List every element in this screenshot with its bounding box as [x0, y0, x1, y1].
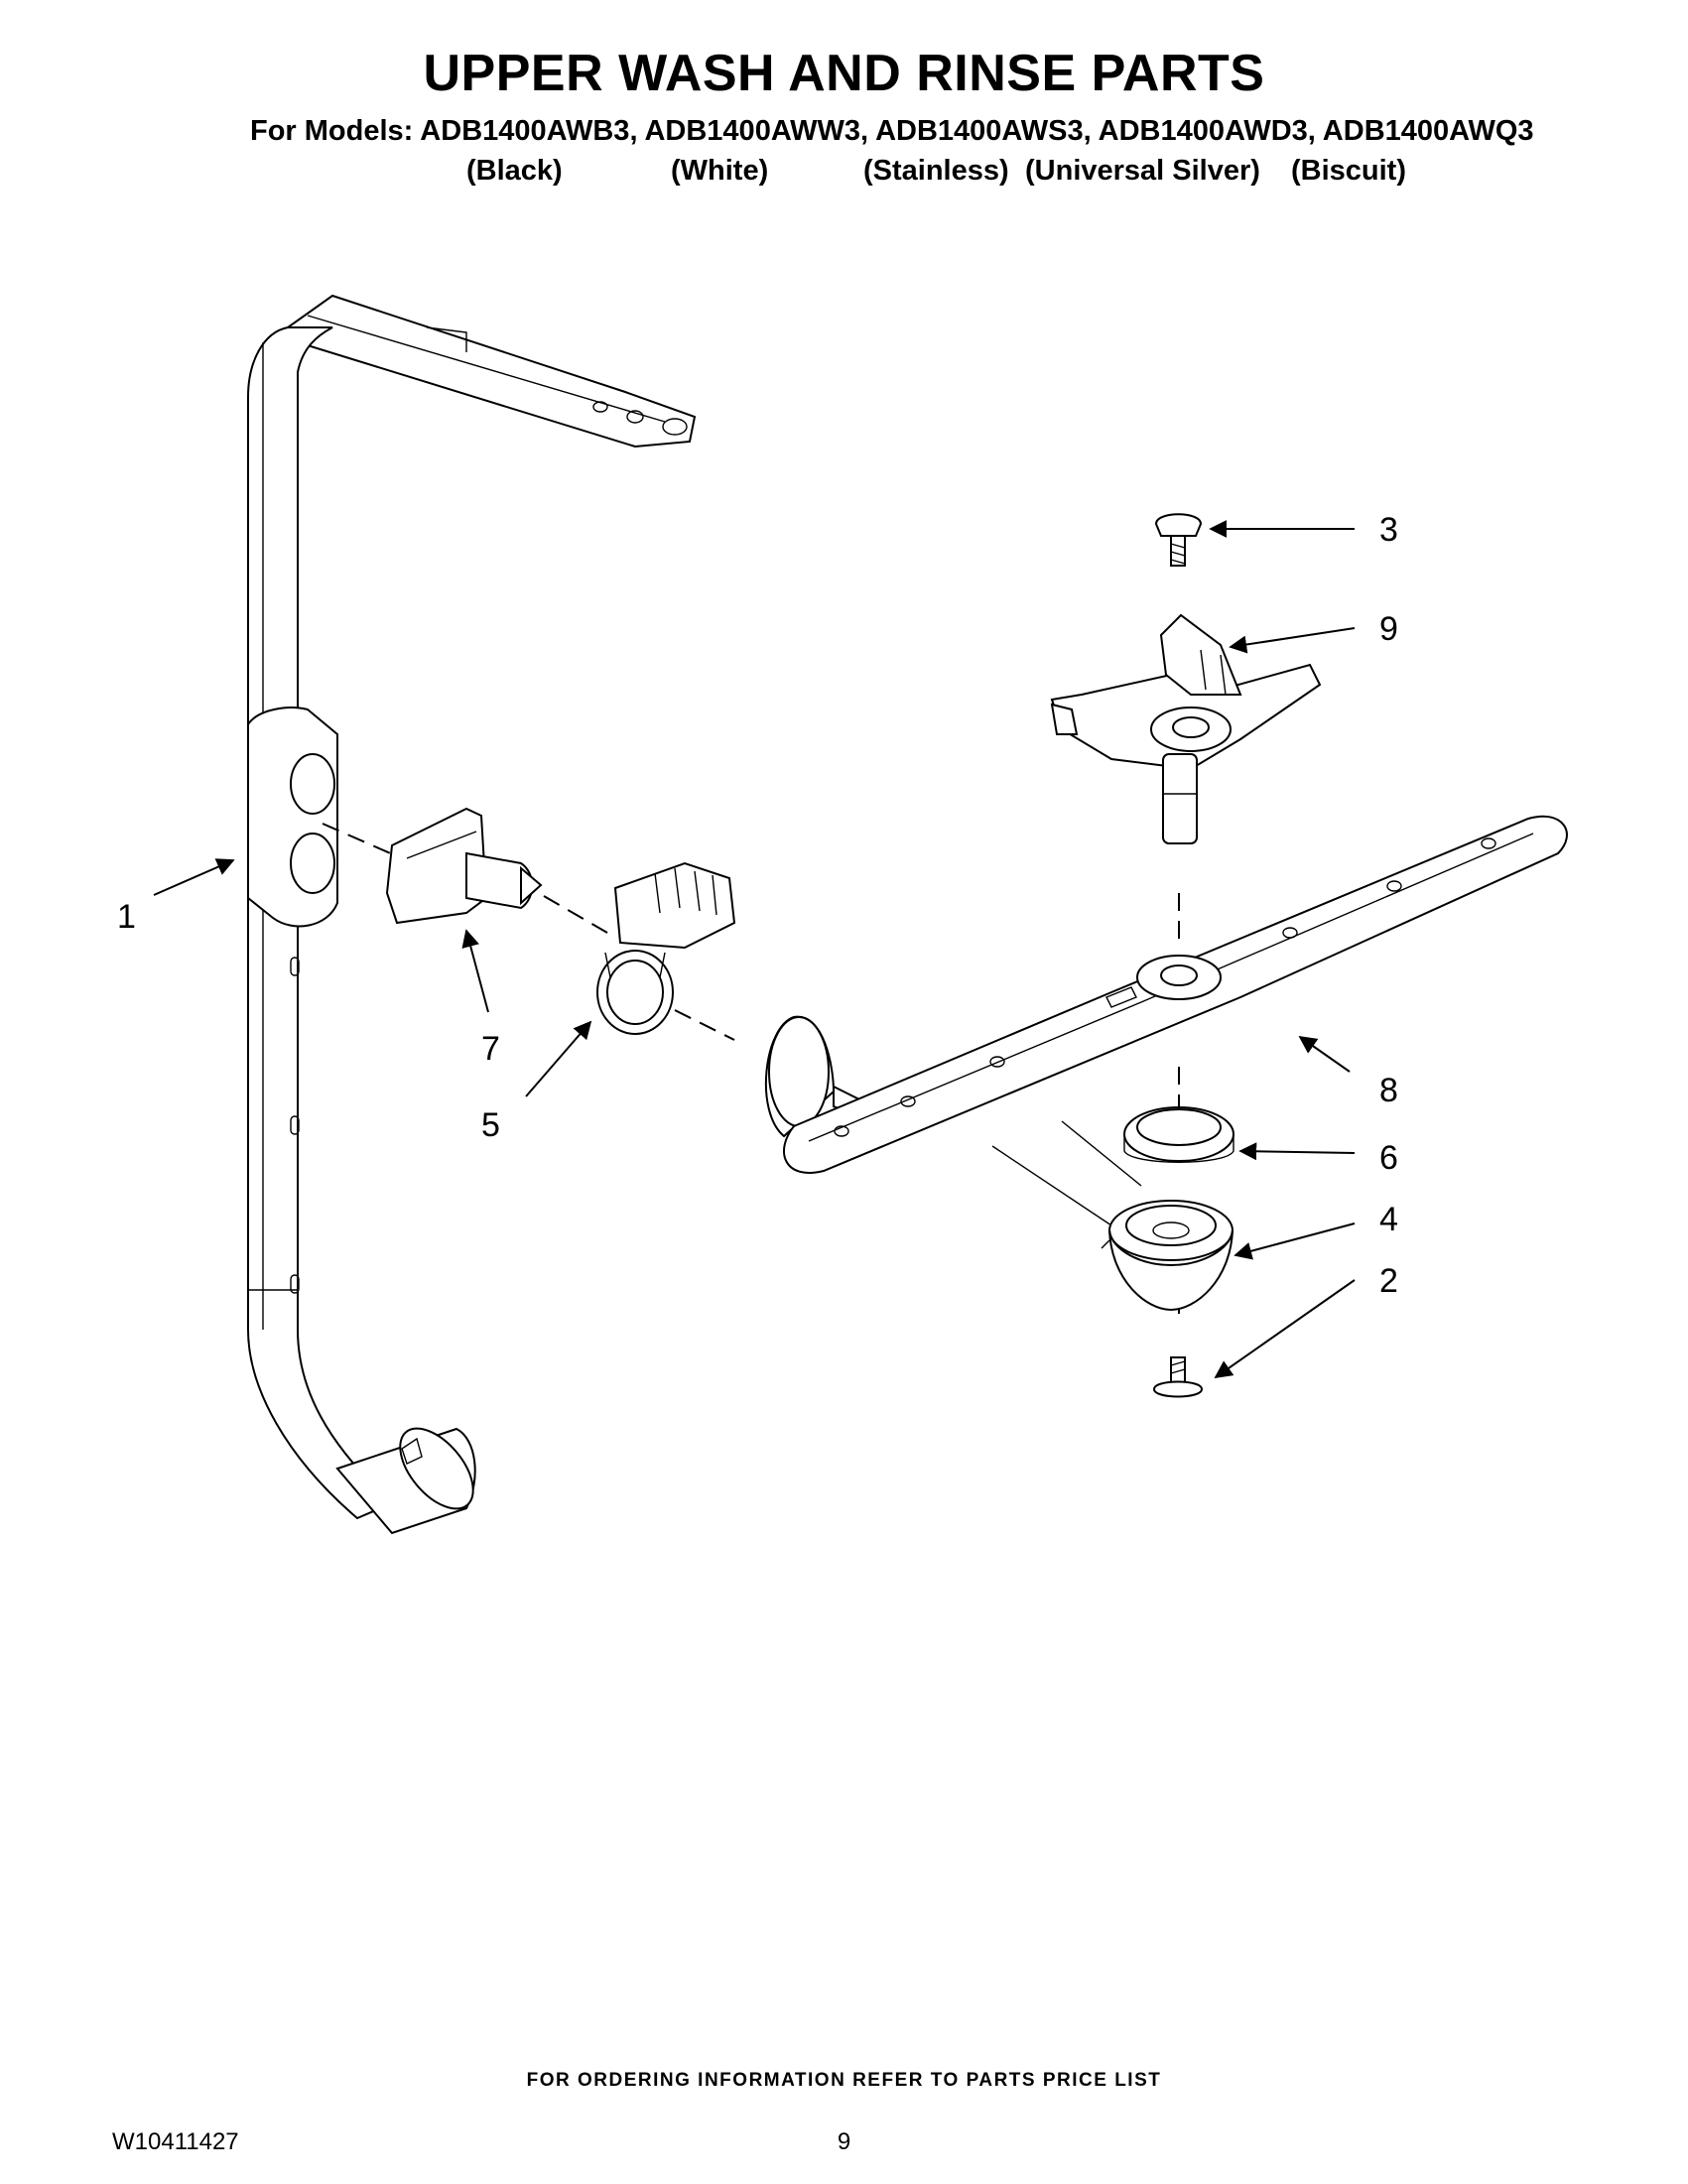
page-number: 9: [837, 2128, 851, 2155]
leader-4: [1234, 1222, 1356, 1260]
ring-part: [1123, 1106, 1234, 1163]
ordering-note: FOR ORDERING INFORMATION REFER TO PARTS …: [526, 2070, 1162, 2091]
leader-9: [1229, 627, 1356, 654]
clamp-part: [596, 861, 736, 1035]
leader-7: [461, 929, 489, 1013]
variant-universal-silver: (Universal Silver): [1025, 155, 1260, 187]
leader-8: [1298, 1035, 1351, 1073]
models-list: For Models: ADB1400AWB3, ADB1400AWW3, AD…: [250, 115, 1534, 147]
callout-2: 2: [1379, 1262, 1398, 1300]
leader-5: [525, 1020, 592, 1097]
variant-black: (Black): [466, 155, 563, 187]
page-title: UPPER WASH AND RINSE PARTS: [423, 45, 1265, 102]
leader-2: [1214, 1279, 1356, 1379]
bottom-screw-part: [1152, 1356, 1204, 1398]
callout-9: 9: [1379, 610, 1398, 648]
alignment-line: [674, 1009, 735, 1041]
alignment-line: [543, 895, 608, 934]
supply-tube-part: [247, 294, 697, 1535]
variant-biscuit: (Biscuit): [1291, 155, 1406, 187]
callout-8: 8: [1379, 1072, 1398, 1109]
document-number: W10411427: [112, 2128, 239, 2155]
variant-stainless: (Stainless): [863, 155, 1009, 187]
connector-part: [385, 807, 543, 925]
callout-1: 1: [117, 898, 136, 936]
callout-4: 4: [1379, 1201, 1398, 1238]
leader-6: [1238, 1142, 1356, 1161]
callout-6: 6: [1379, 1139, 1398, 1177]
callout-3: 3: [1379, 511, 1398, 549]
callout-5: 5: [481, 1106, 500, 1144]
alignment-line: [322, 823, 396, 856]
bearing-part: [1101, 1200, 1234, 1312]
top-screw-part: [1154, 513, 1203, 567]
leader-1: [153, 858, 235, 896]
spray-arm-part: [764, 815, 1568, 1226]
mount-part: [1050, 613, 1322, 844]
callout-7: 7: [481, 1030, 500, 1068]
variant-white: (White): [671, 155, 769, 187]
